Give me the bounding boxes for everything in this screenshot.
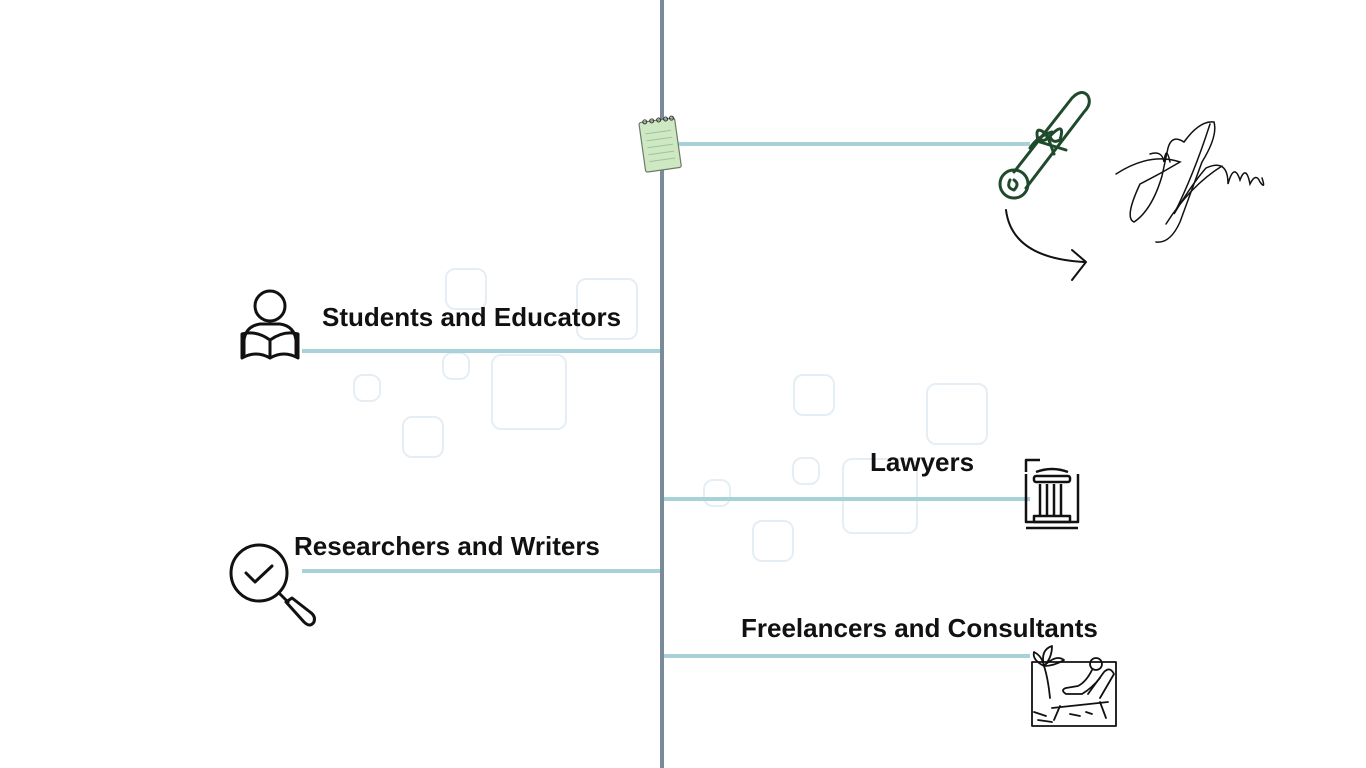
decor-square [491, 354, 567, 430]
decor-square [842, 458, 918, 534]
branch-line-researchers [302, 569, 660, 573]
decor-square [445, 268, 487, 310]
court-pillar-icon [1024, 458, 1082, 535]
decor-square [703, 479, 731, 507]
decor-square [926, 383, 988, 445]
label-freelancers-and-consultants: Freelancers and Consultants [741, 613, 1098, 643]
reading-person-icon [238, 288, 302, 369]
notepad-icon [636, 112, 684, 181]
decor-square [442, 352, 470, 380]
diploma-scroll-icon [994, 84, 1094, 209]
decor-square [793, 374, 835, 416]
branch-line-freelancers [664, 654, 1030, 658]
branch-line-lawyers [664, 497, 1030, 501]
magnifier-check-icon [228, 542, 316, 635]
label-lawyers: Lawyers [870, 447, 975, 477]
decor-square [576, 278, 638, 340]
label-students-and-educators: Students and Educators [322, 302, 622, 332]
decor-square [752, 520, 794, 562]
label-researchers-and-writers: Researchers and Writers [294, 531, 600, 561]
beach-lounger-icon [1030, 642, 1120, 735]
timeline-spine [660, 0, 664, 768]
decor-square [792, 457, 820, 485]
branch-line-top [664, 142, 1030, 146]
decor-square [353, 374, 381, 402]
branch-line-students [302, 349, 660, 353]
decor-square [402, 416, 444, 458]
curved-arrow-icon [1002, 206, 1094, 291]
signature-scribble [1110, 114, 1270, 253]
